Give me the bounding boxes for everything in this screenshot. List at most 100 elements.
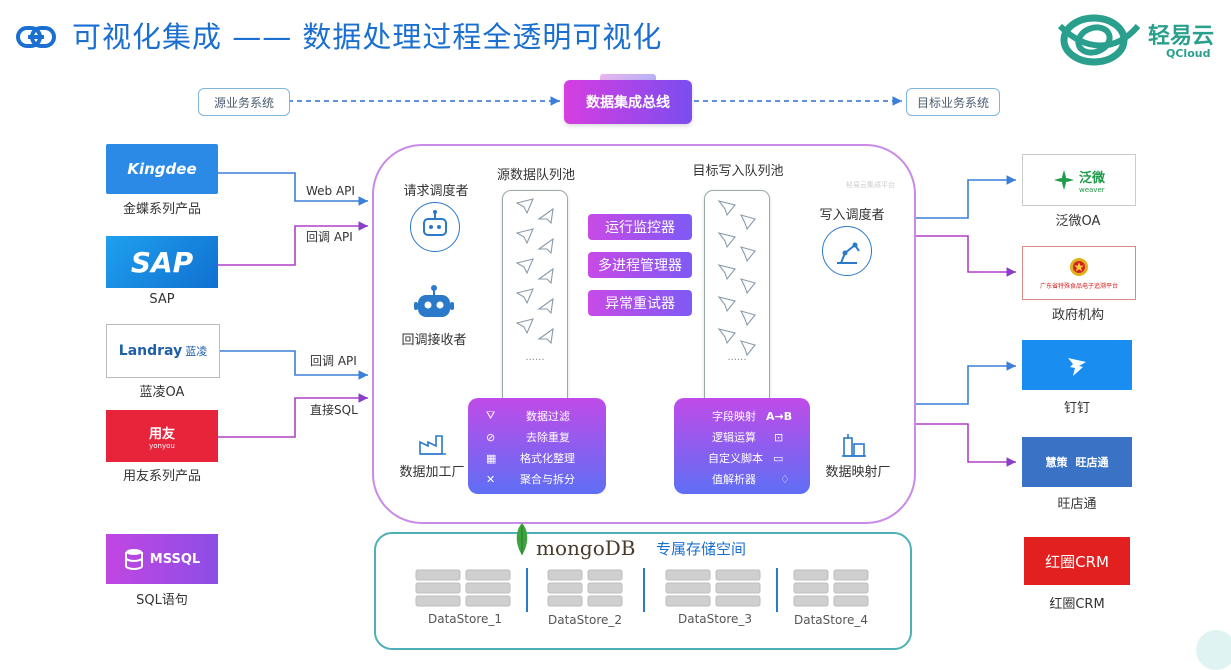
gov-logo-text: 广东省特殊食品电子追溯平台 (1039, 282, 1118, 290)
dingtalk-icon (1068, 358, 1086, 376)
weaver-flower-icon (1053, 170, 1074, 190)
map-step-script: 自定义脚本 ▭ (708, 450, 783, 466)
source-label-sap: SAP (149, 292, 175, 307)
brand-name-en: QCloud (1166, 47, 1211, 60)
process-step-format: ▦ 格式化整理 (486, 450, 575, 466)
yonyou-logo-text: 用友 (148, 426, 175, 442)
process-step-dedupe: ⊘ 去除重复 (486, 429, 570, 445)
process-step-aggregate: ✕聚合与拆分 (486, 471, 575, 487)
corner-decoration (1196, 630, 1231, 670)
integration-bus: 数据集成总线 (564, 80, 692, 124)
sap-logo: SAP (106, 236, 218, 288)
weaver-logo-text: 泛微 (1078, 170, 1105, 186)
process-step-filter-label: 数据过滤 (526, 410, 570, 423)
datastore-1: DataStore_1 (428, 612, 503, 626)
request-scheduler-label: 请求调度者 (403, 184, 469, 199)
datastore-4: DataStore_4 (794, 613, 869, 627)
landray-logo-text: Landray (118, 343, 183, 359)
integration-engine-frame (372, 144, 916, 524)
link-icon (16, 26, 56, 48)
svg-text:······: ······ (727, 355, 746, 366)
dedupe-icon: ⊘ (486, 430, 496, 444)
script-icon: ▭ (773, 451, 784, 465)
write-scheduler-label: 写入调度者 (819, 208, 885, 223)
brand-name: 轻易云 (1148, 24, 1215, 49)
robot-icon (423, 210, 447, 236)
server-rack-icons (415, 568, 869, 612)
callback-receiver-node (412, 282, 456, 326)
process-step-format-label: 格式化整理 (520, 452, 575, 465)
mssql-logo: MSSQL (106, 534, 218, 584)
landray-logo: Landray 蓝凌 (106, 324, 220, 378)
source-label-sql: SQL语句 (136, 593, 188, 608)
hongquan-logo-text: 红圈CRM (1045, 552, 1109, 571)
database-icon (124, 549, 143, 570)
robot-arm-icon (837, 242, 860, 264)
mapping-factory: 字段映射 A→B 逻辑运算 ⊡ 自定义脚本 ▭ 值解析器 ♢ (674, 398, 810, 494)
target-system-box: 目标业务系统 (906, 88, 1000, 116)
robot-head-icon (414, 285, 454, 317)
link-label-callback-1: 回调 API (306, 230, 353, 244)
paper-plane-icons: ······ (515, 198, 554, 366)
processing-factory: ⛛数据过滤 ⊘ 去除重复 ▦ 格式化整理 ✕聚合与拆分 (468, 398, 606, 494)
process-step-aggregate-label: 聚合与拆分 (520, 473, 575, 486)
request-scheduler-node (410, 202, 460, 252)
target-queue-label: 目标写入队列池 (692, 164, 784, 179)
weaver-logo-en: weaver (1078, 185, 1105, 194)
map-step-parser: 值解析器 ♢ (712, 471, 790, 487)
target-label-hongquan: 红圈CRM (1049, 597, 1105, 612)
weaver-logo-texts: 泛微 weaver (1079, 167, 1105, 194)
source-queue-pool: ······ (502, 190, 568, 406)
svg-text:······: ······ (525, 355, 544, 366)
mongodb-wordmark: mongoDB (536, 536, 636, 560)
callback-receiver-label: 回调接收者 (401, 333, 467, 348)
process-step-dedupe-label: 去除重复 (526, 431, 570, 444)
process-step-filter: ⛛数据过滤 (486, 408, 570, 424)
national-emblem-icon (1070, 257, 1088, 276)
datastore-2: DataStore_2 (548, 613, 623, 627)
target-label-dingtalk: 钉钉 (1063, 401, 1090, 416)
map-step-parser-label: 值解析器 (712, 473, 756, 486)
source-label-kingdee: 金蝶系列产品 (122, 202, 201, 217)
watermark: 轻易云集成平台 (846, 181, 895, 189)
field-mapping-icon: A→B (766, 409, 793, 423)
target-label-wangdiantong: 旺店通 (1057, 497, 1097, 512)
mssql-logo-text: MSSQL (149, 551, 201, 567)
grid-icon: ▦ (486, 451, 497, 465)
mapping-factory-label: 数据映射厂 (825, 465, 891, 480)
hongquan-logo: 红圈CRM (1024, 537, 1130, 585)
page-title: 可视化集成 —— 数据处理过程全透明可视化 (72, 20, 663, 54)
map-step-logic-label: 逻辑运算 (712, 431, 756, 444)
target-label-gov: 政府机构 (1051, 308, 1104, 323)
paper-plane-icons-target: ······ (717, 200, 756, 366)
source-label-landray: 蓝凌OA (139, 385, 185, 400)
wangdiantong-logo-text-2: 旺店通 (1075, 456, 1109, 469)
wangdiantong-logo: 慧策 旺店通 (1022, 437, 1132, 487)
target-queue-pool: ······ (704, 190, 770, 406)
link-label-webapi: Web API (306, 184, 355, 198)
storage-title: 专属存储空间 (656, 540, 747, 558)
landray-logo-cn: 蓝凌 (185, 345, 208, 358)
target-label-weaver: 泛微OA (1055, 214, 1101, 229)
run-monitor: 运行监控器 (588, 214, 692, 240)
gov-logo: 广东省特殊食品电子追溯平台 (1022, 246, 1136, 300)
processing-factory-label: 数据加工厂 (399, 465, 465, 480)
source-label-yonyou: 用友系列产品 (122, 469, 201, 484)
kingdee-logo: Kingdee (106, 144, 218, 194)
mapping-factory-icon (842, 434, 866, 457)
dingtalk-logo (1022, 340, 1132, 390)
map-step-field-label: 字段映射 (712, 410, 756, 423)
yonyou-logo: 用友 yonyou (106, 410, 218, 462)
logic-icon: ⊡ (774, 430, 784, 444)
sap-logo-text: SAP (130, 245, 194, 279)
map-step-script-label: 自定义脚本 (708, 452, 763, 465)
qcloud-logo-icon (1057, 14, 1141, 66)
datastore-3: DataStore_3 (678, 612, 753, 626)
mongodb-leaf-icon (516, 523, 528, 555)
wangdiantong-logo-text: 慧策 (1045, 456, 1068, 469)
weaver-logo: 泛微 weaver (1022, 154, 1136, 206)
source-system-box: 源业务系统 (198, 88, 290, 116)
link-label-sql: 直接SQL (310, 403, 358, 417)
multiprocess-manager: 多进程管理器 (588, 252, 692, 278)
diamond-icon: ♢ (780, 472, 790, 486)
